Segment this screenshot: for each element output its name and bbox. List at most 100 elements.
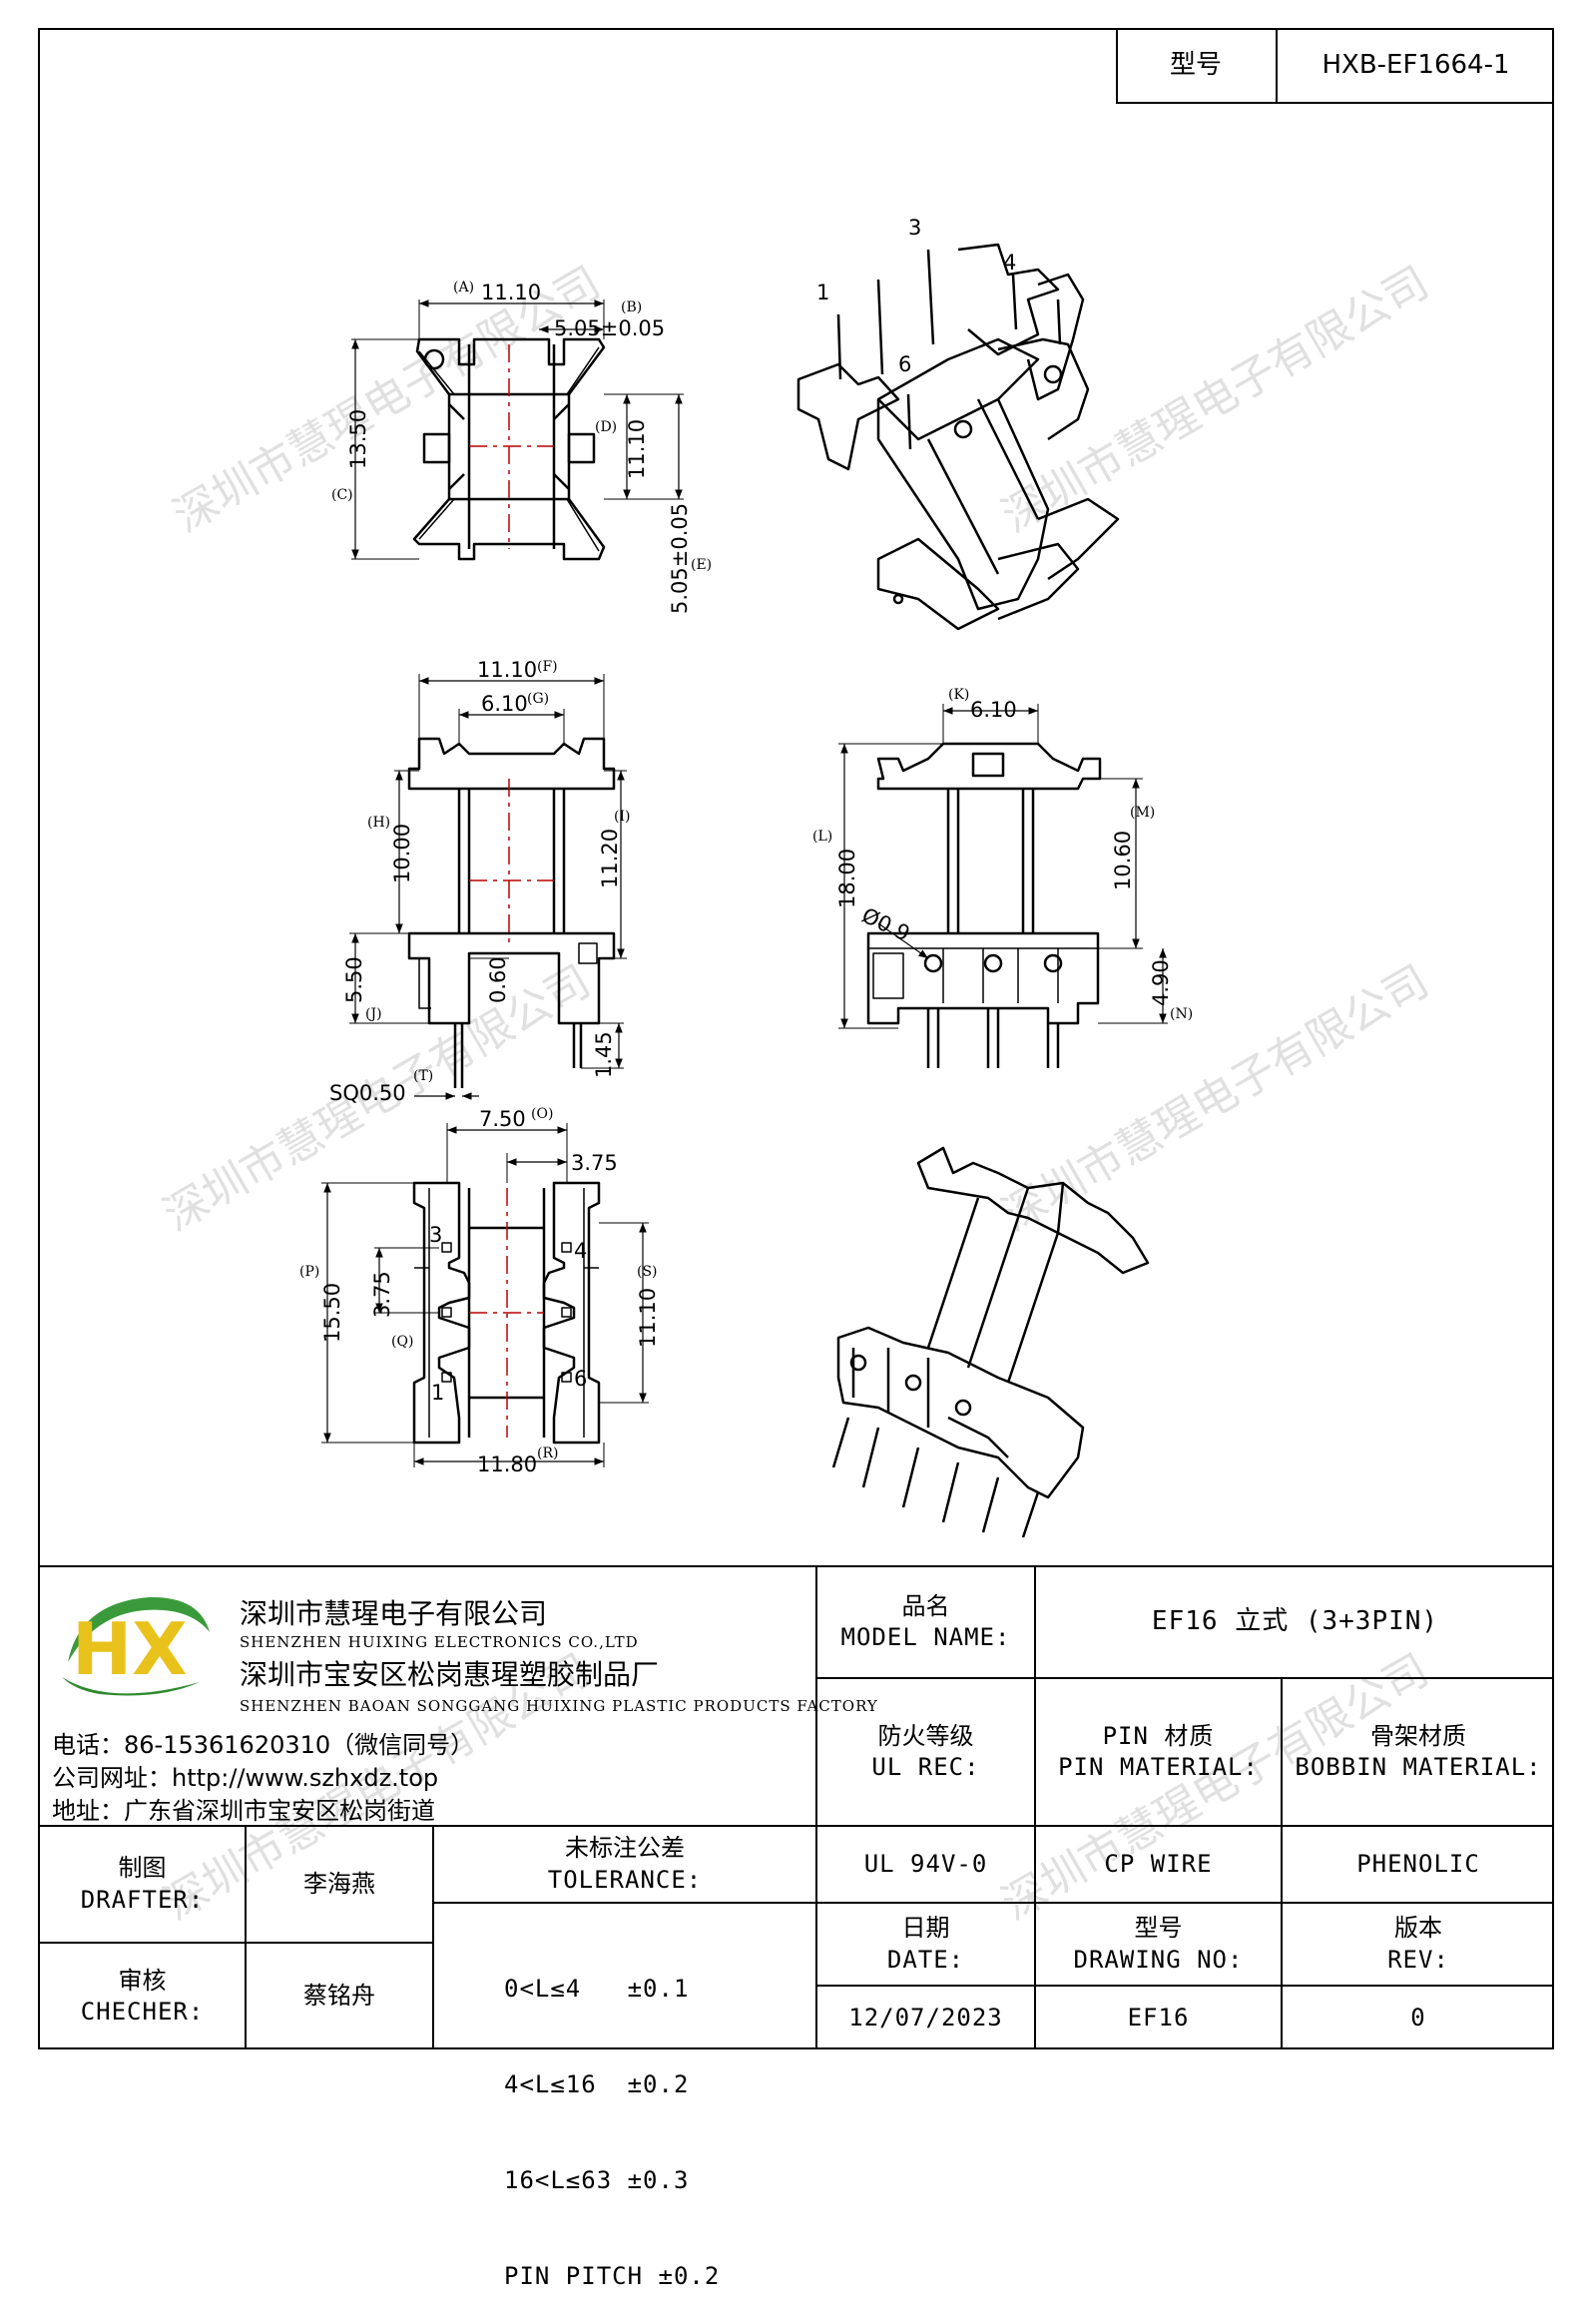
dim-wall: 0.60	[486, 956, 510, 1003]
drawing-no-label: 型号 DRAWING NO:	[1036, 1904, 1281, 1985]
header-model-value: HXB-EF1664-1	[1321, 50, 1510, 81]
dim-g: 6.10	[481, 692, 528, 716]
ul-value: UL 94V-0	[863, 1849, 988, 1878]
model-name-en: MODEL NAME:	[840, 1623, 1011, 1651]
tb-line	[469, 1902, 1554, 1904]
bottom-pin1: 1	[431, 1381, 444, 1405]
date-label: 日期 DATE:	[817, 1904, 1034, 1985]
tb-line	[245, 1825, 247, 2049]
tolerance-rule: PIN PITCH ±0.2	[504, 2262, 721, 2290]
dim-i-label: (I)	[614, 809, 630, 825]
dim-o: 7.50	[479, 1107, 526, 1131]
dim-a-label: (A)	[453, 280, 474, 295]
dim-d: 11.10	[625, 419, 649, 479]
model-name-cn: 品名	[901, 1591, 950, 1620]
iso-pin1: 1	[816, 281, 829, 304]
dim-f: 11.10	[477, 658, 537, 682]
company-phone: 电话：86-15361620310（微信同号）	[52, 1731, 475, 1759]
tb-line	[815, 1677, 1554, 1679]
logo-text: HX	[72, 1607, 188, 1691]
dim-hole: Ø0.9	[858, 903, 913, 946]
dim-q-label: (Q)	[391, 1334, 413, 1350]
bobbin-material-en: BOBBIN MATERIAL:	[1295, 1753, 1542, 1781]
dim-f-label: (F)	[537, 659, 558, 675]
tb-line	[815, 1985, 1554, 1987]
bottom-pin3: 3	[429, 1223, 442, 1247]
dim-b-label: (B)	[621, 299, 642, 315]
dim-q: 3.75	[370, 1271, 394, 1318]
iso-pin4: 4	[1003, 251, 1016, 275]
tb-top-line	[38, 1565, 1554, 1567]
company-name-en: SHENZHEN HUIXING ELECTRONICS CO.,LTD	[240, 1633, 639, 1651]
dim-d-label: (D)	[595, 419, 617, 435]
rev-cn: 版本	[1394, 1914, 1442, 1943]
drafter-name: 李海燕	[303, 1869, 375, 1898]
iso-view-bottom	[831, 1146, 1150, 1538]
tolerance-cn: 未标注公差	[565, 1834, 685, 1863]
date-value: 12/07/2023	[848, 2003, 1003, 2032]
iso-pin6: 6	[898, 352, 911, 376]
dim-o-label: (O)	[531, 1106, 553, 1122]
dim-g-label: (G)	[527, 691, 549, 707]
dim-p: 15.50	[320, 1283, 344, 1343]
ul-rec-en: UL REC:	[871, 1753, 980, 1781]
tb-line	[432, 1825, 434, 2049]
checker-en: CHECHER:	[80, 1998, 205, 2026]
date-en: DATE:	[886, 1945, 965, 1974]
header-divider	[1276, 28, 1278, 104]
tb-line	[1034, 1565, 1036, 2049]
pin-material-cn: PIN 材质	[1102, 1721, 1215, 1750]
bobbin-material-cn: 骨架材质	[1370, 1721, 1466, 1750]
tb-line	[38, 1825, 1554, 1827]
company-logo: HX	[62, 1596, 210, 1696]
tolerance-rule: 16<L≤63 ±0.3	[504, 2166, 690, 2194]
technical-drawings: (A) 11.10 (B) 5.05±0.05 (C) 13.50 (D) 11…	[299, 216, 1193, 1538]
dim-r-label: (R)	[537, 1446, 558, 1461]
dim-m-label: (M)	[1130, 805, 1155, 821]
drawing-no-en: DRAWING NO:	[1073, 1945, 1244, 1974]
dim-s: 11.10	[636, 1288, 660, 1348]
dim-o2: 3.75	[571, 1151, 618, 1175]
dim-c: 13.50	[346, 409, 370, 469]
dim-h-label: (H)	[367, 815, 390, 831]
dim-h: 10.00	[390, 824, 414, 883]
drafter-cn: 制图	[118, 1854, 167, 1883]
header-model-box	[1116, 28, 1554, 104]
factory-name-cn: 深圳市宝安区松岗惠瑆塑胶制品厂	[240, 1658, 660, 1691]
company-address: 地址：广东省深圳市宝安区松岗街道	[52, 1797, 435, 1825]
ul-rec-label: 防火等级 UL REC:	[817, 1679, 1034, 1825]
dim-m: 10.60	[1111, 831, 1135, 890]
iso-pin3: 3	[908, 216, 921, 240]
dim-l-label: (L)	[812, 829, 832, 845]
dim-l: 18.00	[835, 849, 859, 908]
rev-label: 版本 REV:	[1283, 1904, 1554, 1985]
pin-material-en: PIN MATERIAL:	[1058, 1753, 1259, 1781]
bottom-view	[321, 1123, 649, 1467]
tolerance-rules: 0<L≤4 ±0.1 4<L≤16 ±0.2 16<L≤63 ±0.3 PIN …	[504, 1909, 813, 2324]
dim-k-label: (K)	[948, 687, 969, 703]
bobbin-material-label: 骨架材质 BOBBIN MATERIAL:	[1283, 1679, 1554, 1825]
company-name-cn: 深圳市慧瑆电子有限公司	[240, 1597, 548, 1630]
drawing-frame	[38, 28, 1554, 2049]
side-view	[838, 704, 1168, 1068]
drawing-no-value: EF16	[1127, 2003, 1190, 2032]
dim-k: 6.10	[970, 698, 1017, 722]
drawing-no-cn: 型号	[1134, 1914, 1183, 1943]
date-cn: 日期	[901, 1914, 950, 1943]
bottom-pin6: 6	[574, 1367, 587, 1391]
model-name-label: 品名 MODEL NAME:	[817, 1567, 1034, 1677]
bottom-pin4: 4	[574, 1239, 587, 1263]
pin-material-value: CP WIRE	[1104, 1849, 1213, 1878]
rev-en: REV:	[1387, 1945, 1449, 1974]
tolerance-en: TOLERANCE:	[547, 1865, 703, 1894]
dim-e: 5.05±0.05	[668, 503, 692, 614]
dim-j: 5.50	[342, 956, 366, 1003]
dim-n: 4.90	[1149, 959, 1173, 1006]
dim-n-label: (N)	[1170, 1006, 1193, 1022]
pin-material-label: PIN 材质 PIN MATERIAL:	[1036, 1679, 1281, 1825]
drafter-label: 制图 DRAFTER:	[40, 1827, 245, 1942]
tb-line	[38, 1825, 39, 2049]
tolerance-rule: 0<L≤4 ±0.1	[504, 1975, 690, 2003]
dim-i: 11.20	[598, 829, 622, 888]
factory-name-en: SHENZHEN BAOAN SONGGANG HUIXING PLASTIC …	[240, 1697, 878, 1715]
